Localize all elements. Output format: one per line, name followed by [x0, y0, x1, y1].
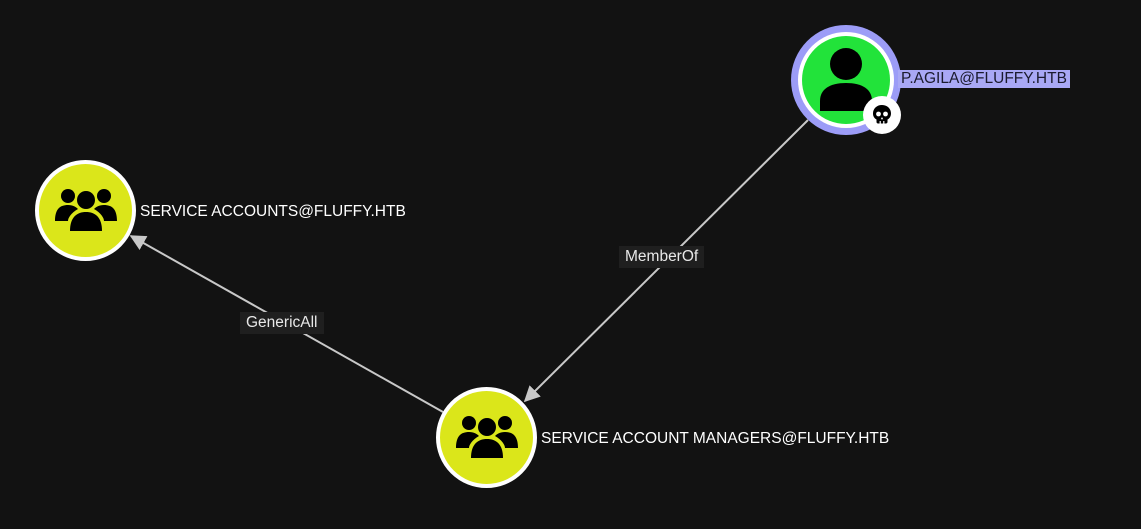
- node-service-account-managers[interactable]: [436, 387, 537, 488]
- user-icon: [818, 47, 874, 113]
- node-label-service-accounts: SERVICE ACCOUNTS@FLUFFY.HTB: [140, 203, 406, 220]
- edge-label-memberof[interactable]: MemberOf: [619, 246, 705, 268]
- edge-label-genericall[interactable]: GenericAll: [240, 312, 324, 334]
- node-label-service-account-managers: SERVICE ACCOUNT MANAGERS@FLUFFY.HTB: [541, 430, 890, 447]
- node-service-accounts[interactable]: [35, 160, 136, 261]
- node-p-agila[interactable]: [791, 25, 901, 135]
- group-icon: [454, 412, 520, 464]
- group-icon: [53, 185, 119, 237]
- node-label-p-agila: P.AGILA@FLUFFY.HTB: [898, 70, 1070, 88]
- skull-icon: [863, 96, 901, 134]
